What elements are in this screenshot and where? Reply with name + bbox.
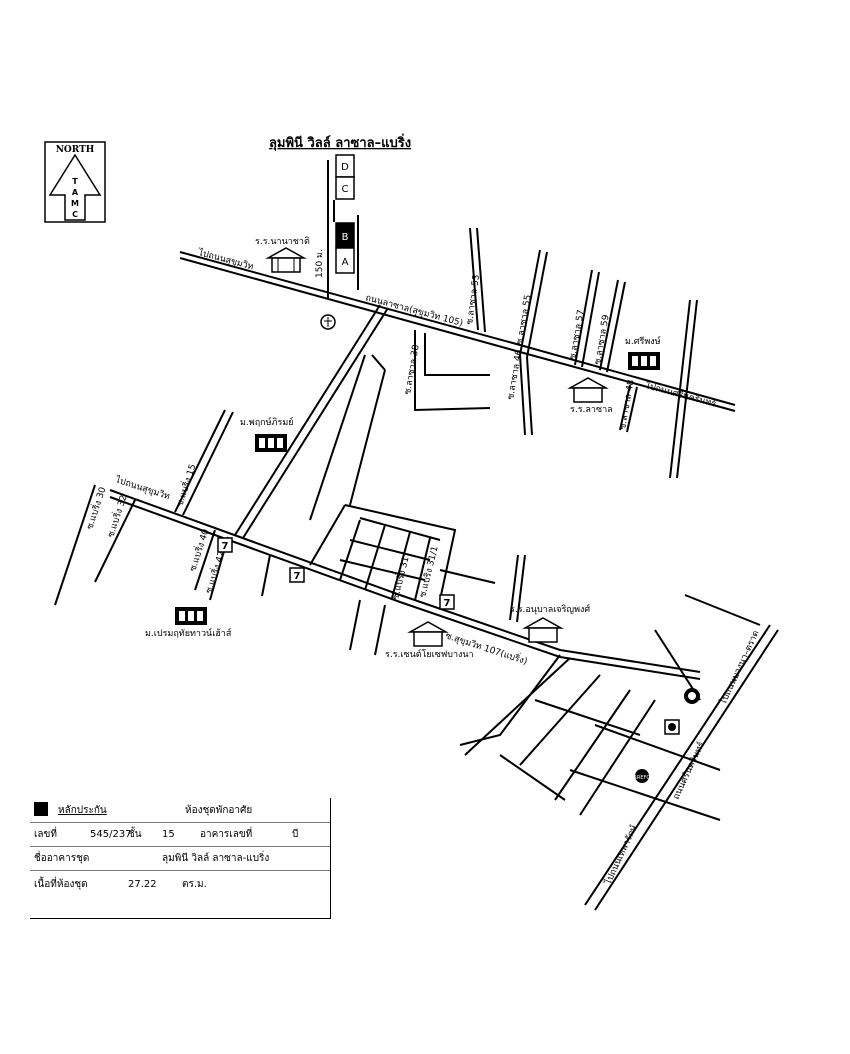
svg-text:7: 7 — [444, 598, 451, 609]
seven-eleven-icon: 7 — [217, 537, 233, 553]
legend-area-label: เนื้อที่ห้องชุด — [34, 879, 88, 890]
village-phruksaphirom-label: ม.พฤกษ์ภิรมย์ — [240, 416, 294, 428]
map-title: ลุมพินี วิลล์ ลาซาล–แบริ่ง — [269, 133, 411, 151]
svg-text:CARREFOUR: CARREFOUR — [627, 775, 658, 781]
svg-text:M: M — [71, 199, 79, 208]
svg-text:A: A — [342, 257, 349, 268]
legend-floor-label: ชั้น — [128, 829, 142, 840]
school-icon — [567, 377, 609, 403]
svg-text:ซ.แบริ่ง 31/1: ซ.แบริ่ง 31/1 — [415, 544, 440, 598]
project-buildings: D C B A — [327, 154, 359, 298]
school-lasalle-label: ร.ร.ลาซาล — [570, 405, 613, 415]
svg-text:ซ.ลาซาล 38: ซ.ลาซาล 38 — [403, 344, 422, 396]
legend-name: ลุมพินี วิลล์ ลาซาล-แบริ่ง — [162, 853, 270, 864]
village-sriphong-label: ม.ศรีพงษ์ — [625, 335, 661, 347]
legend-name-label: ชื่ออาคารชุด — [34, 853, 90, 864]
seven-eleven-icon: 7 — [289, 567, 305, 583]
svg-text:D: D — [341, 162, 349, 173]
svg-text:ไปถนนบางนา–ตราด: ไปถนนบางนา–ตราด — [717, 629, 761, 708]
legend-number: 545/237 — [90, 829, 132, 840]
house-icon — [175, 607, 207, 625]
svg-text:ไปถนนเทพารักษ์: ไปถนนเทพารักษ์ — [601, 823, 640, 887]
school-nanachat-label: ร.ร.นานาชาติ — [255, 236, 310, 247]
collateral-swatch — [34, 802, 48, 816]
school-anuban-label: ร.ร.อนุบาลเจริญพงศ์ — [510, 603, 590, 615]
legend-floor: 15 — [162, 829, 175, 840]
bank-icon: CARREFOUR — [627, 769, 658, 783]
svg-text:C: C — [342, 184, 349, 195]
house-icon — [255, 434, 287, 452]
bank-icon — [664, 719, 680, 735]
school-icon — [407, 621, 449, 647]
legend-area: 27.22 — [128, 879, 157, 890]
bank-icon — [684, 688, 700, 704]
house-icon — [628, 352, 660, 370]
svg-text:ซ.แบริ่ง 31: ซ.แบริ่ง 31 — [388, 555, 411, 601]
legend-number-label: เลขที่ — [34, 829, 57, 840]
svg-text:ไปถนนสุขุมวิท: ไปถนนสุขุมวิท — [196, 247, 255, 273]
svg-text:C: C — [72, 210, 78, 219]
compass-label: NORTH — [56, 145, 95, 155]
collateral-legend: หลักประกัน ห้องชุดพักอาศัย เลขที่ 545/23… — [30, 798, 331, 919]
school-st-joseph-label: ร.ร.เซนต์โยเซฟบางนา — [385, 648, 474, 660]
svg-text:ซ.ลาซาล 53: ซ.ลาซาล 53 — [465, 274, 482, 325]
legend-building: บี — [292, 829, 299, 840]
svg-text:B: B — [342, 232, 349, 243]
svg-text:7: 7 — [294, 571, 301, 582]
compass-north-icon: NORTH T A M C — [44, 141, 106, 223]
legend-collateral: หลักประกัน — [58, 805, 107, 816]
svg-text:7: 7 — [222, 541, 229, 552]
legend-unit: ตร.ม. — [182, 879, 207, 890]
school-icon — [522, 617, 564, 643]
svg-text:T: T — [72, 177, 78, 186]
distance-label: 150 ม. — [315, 249, 325, 278]
village-premruthai-label: ม.เปรมฤทัยทาวน์เฮ้าส์ — [145, 627, 232, 639]
school-icon — [265, 247, 307, 273]
svg-text:A: A — [72, 188, 79, 197]
shell-icon — [320, 314, 336, 330]
legend-type: ห้องชุดพักอาศัย — [185, 805, 253, 816]
legend-building-label: อาคารเลขที่ — [200, 829, 253, 840]
svg-text:ซ.แบริ่ง 15: ซ.แบริ่ง 15 — [172, 462, 198, 508]
seven-eleven-icon: 7 — [439, 594, 455, 610]
